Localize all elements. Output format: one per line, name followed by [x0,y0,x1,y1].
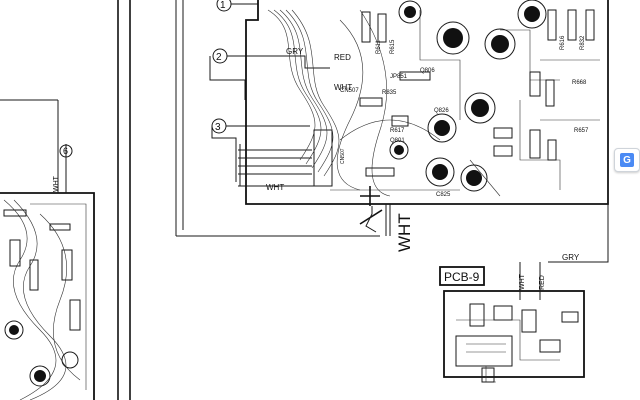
pcb9-label-box [439,266,485,286]
small-components [359,9,595,177]
google-translate-icon: G [620,153,634,167]
ref-q801: Q801 [390,138,405,144]
marker-6-label: 6 [63,146,68,156]
wire-label-red: RED [334,53,351,62]
wire-label-gry-pcb9: GRY [562,253,580,262]
ref-jp851: JP851 [390,74,408,80]
translate-button[interactable]: G [614,148,640,172]
wire-label-gry: GRY [286,47,304,56]
marker-1-label: 1 [220,0,226,11]
board-traces [267,9,600,197]
marker-2-label: 2 [216,52,222,63]
ref-r835: R835 [382,90,397,96]
marker-6 [59,144,73,158]
ref-r617: R617 [390,128,405,134]
ref-r668: R668 [572,80,587,86]
capacitors [389,0,547,192]
connector-block [313,129,333,187]
wire-label-red-pcb9: RED [539,275,546,290]
ref-q806: Q806 [420,68,435,74]
wire-label-wht-pcb9: WHT [519,273,526,290]
wire-label-wht-big: WHT [395,213,414,252]
wire-label-wht-mid: WHT [266,183,284,192]
ref-r832: R832 [580,35,586,50]
svg-text:CN507: CN507 [340,148,346,164]
ref-r615: R615 [390,39,396,54]
ref-r657: R657 [574,128,589,134]
pcb9-label: PCB-9 [444,270,480,284]
ref-q826: Q826 [434,108,449,114]
pcb9-traces [455,303,579,383]
ref-r616: R616 [560,35,566,50]
marker-3-label: 3 [215,122,221,133]
ref-r611: R611 [376,39,382,54]
pcb9-board-outline [443,290,585,378]
ref-cn507: CN507 [340,88,359,94]
wire-label-wht-top: WHT [334,83,352,92]
left-board-outline [0,192,95,400]
ref-c825: C825 [436,192,451,198]
wire-label-wht-left: WHT [53,175,60,192]
left-board-traces [3,199,87,400]
